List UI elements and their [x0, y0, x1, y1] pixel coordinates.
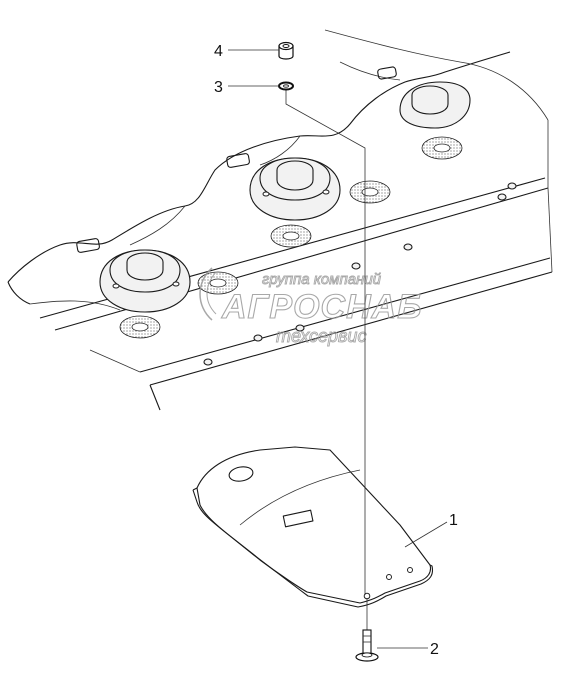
callout-4: 4	[214, 43, 279, 60]
disc-bearings	[119, 136, 463, 339]
callout-1: 1	[404, 512, 458, 548]
guard-plate	[192, 446, 434, 608]
disc-hub-middle	[249, 157, 341, 221]
cutter-bar-assembly	[7, 29, 553, 411]
callout-2-label: 2	[430, 641, 439, 658]
assembly-lines	[285, 88, 368, 630]
callout-4-label: 4	[214, 43, 223, 60]
disc-hub-left	[99, 249, 191, 313]
disc-hub-right	[399, 81, 471, 129]
callout-1-label: 1	[449, 512, 458, 529]
watermark-line2: АГРОСНАБ	[221, 288, 422, 326]
rail-bolts	[203, 182, 517, 366]
washer	[278, 81, 294, 91]
callout-3: 3	[214, 79, 279, 96]
bolt	[355, 629, 379, 662]
watermark-line3: техсервис	[276, 326, 366, 346]
callout-3-label: 3	[214, 79, 223, 96]
nut	[278, 41, 294, 60]
watermark: группа компаний АГРОСНАБ техсервис	[199, 267, 422, 346]
callout-2: 2	[377, 641, 439, 658]
watermark-line1: группа компаний	[262, 271, 382, 288]
